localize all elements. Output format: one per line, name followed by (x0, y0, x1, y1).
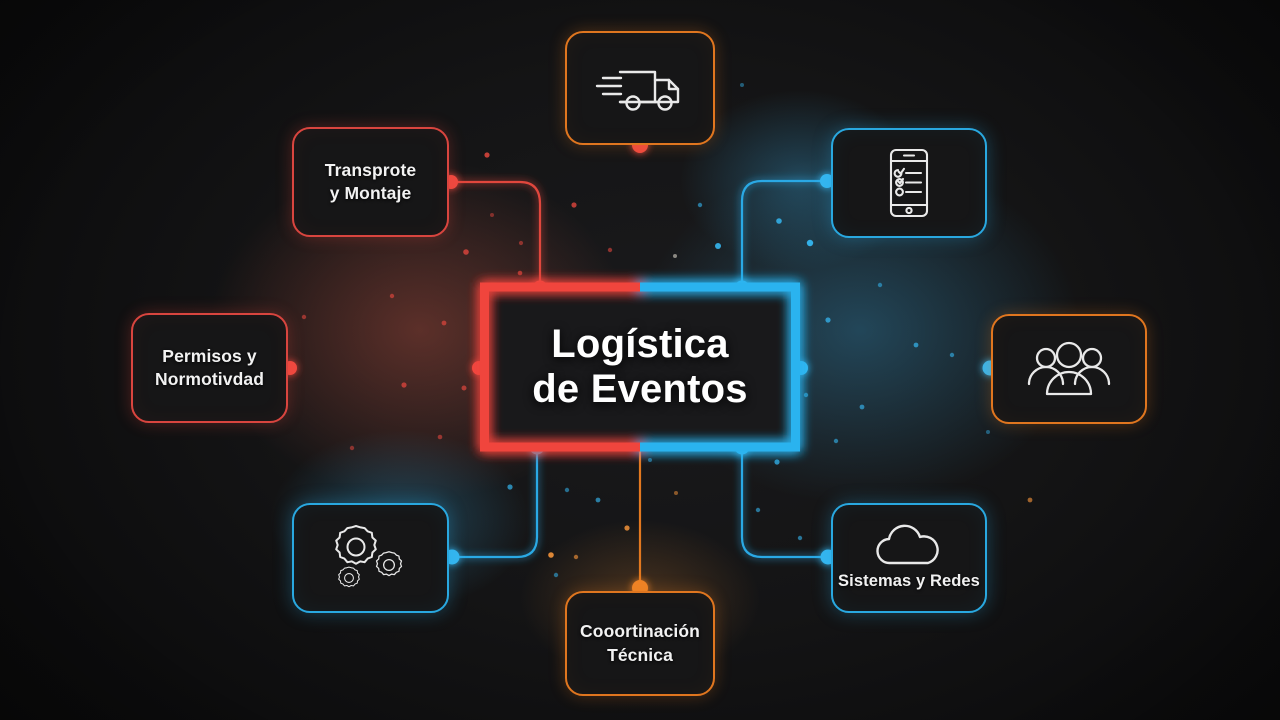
center-node[interactable]: Logística de Eventos (480, 282, 800, 452)
node-transporte-label: Transprote y Montaje (324, 159, 417, 203)
delivery-truck-icon (567, 58, 713, 118)
node-transporte[interactable]: Transprote y Montaje (292, 127, 449, 237)
node-procesos[interactable] (292, 503, 449, 613)
node-envios[interactable] (565, 31, 715, 145)
node-sistemas[interactable]: Sistemas y Redes (831, 503, 987, 613)
center-title-line1: Logística (551, 322, 729, 367)
node-permisos-label: Permisos y Normotivdad (154, 345, 265, 389)
node-sistemas-label: Sistemas y Redes (838, 572, 980, 591)
gears-icon (294, 521, 447, 595)
mobile-checklist-icon (833, 147, 985, 219)
center-title: Logística de Eventos (480, 287, 800, 447)
node-equipo[interactable] (991, 314, 1147, 424)
node-coordinacion-label: Cooortinación Técnica (580, 621, 700, 665)
node-permisos[interactable]: Permisos y Normotivdad (131, 313, 288, 423)
node-coordinacion[interactable]: Cooortinación Técnica (565, 591, 715, 696)
cloud-icon (833, 523, 985, 567)
node-checklist[interactable] (831, 128, 987, 238)
center-title-line2: de Eventos (532, 367, 748, 411)
people-group-icon (993, 338, 1145, 400)
